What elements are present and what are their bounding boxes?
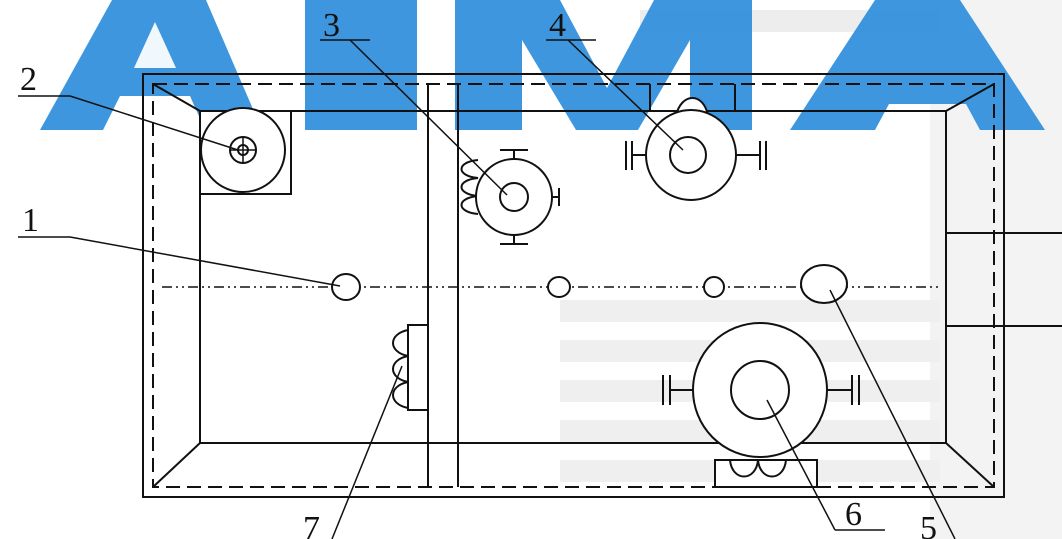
callout-6: 6 xyxy=(845,496,862,533)
small-pump xyxy=(460,149,560,245)
coil-unit xyxy=(392,324,429,411)
centerline-openings xyxy=(331,264,848,304)
medium-pump xyxy=(625,84,767,201)
callout-2: 2 xyxy=(20,61,37,98)
callout-leaders xyxy=(18,39,956,539)
callout-1: 1 xyxy=(22,202,39,239)
callout-5: 5 xyxy=(920,510,937,539)
reel-unit xyxy=(199,107,292,195)
watermark-logo xyxy=(40,0,1045,130)
partition-walls xyxy=(427,84,459,487)
callout-4: 4 xyxy=(549,7,566,44)
callout-3: 3 xyxy=(323,7,340,44)
right-connection-lines xyxy=(946,232,1062,327)
frame xyxy=(142,73,1005,498)
large-pump xyxy=(662,322,860,488)
callout-labels: 2 3 4 1 7 6 5 xyxy=(20,7,937,539)
callout-7: 7 xyxy=(303,510,320,539)
